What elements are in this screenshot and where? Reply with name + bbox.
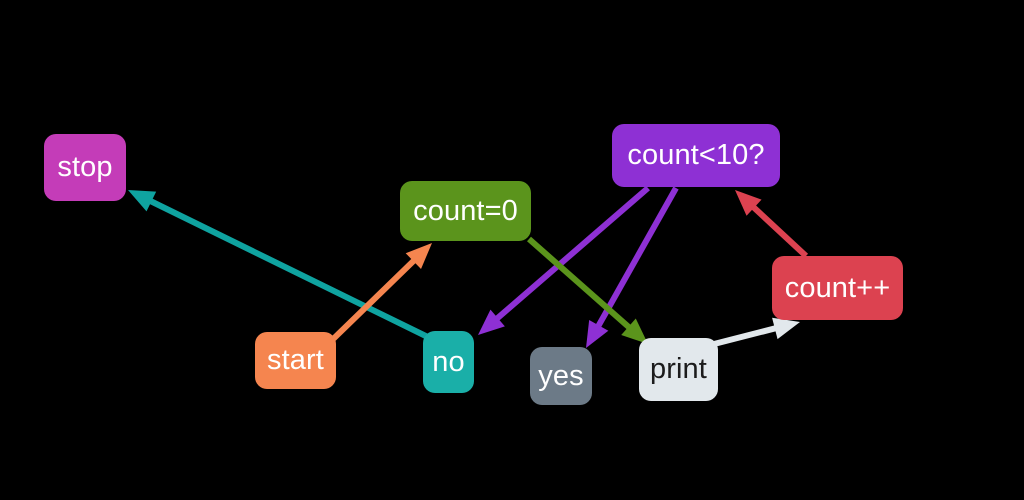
node-yes[interactable]: yes bbox=[530, 347, 592, 405]
edge-print-countpp bbox=[713, 317, 800, 347]
edge-start-count0 bbox=[324, 243, 432, 348]
node-count0[interactable]: count=0 bbox=[400, 181, 531, 241]
edge-countpp-countlt10 bbox=[735, 190, 809, 259]
node-start-label: start bbox=[267, 344, 324, 376]
node-stop-label: stop bbox=[57, 151, 113, 183]
edge-count0-print bbox=[527, 236, 648, 344]
node-count0-label: count=0 bbox=[413, 194, 518, 227]
node-stop[interactable]: stop bbox=[44, 134, 126, 201]
edge-no-stop bbox=[128, 190, 440, 345]
node-count-increment-label: count++ bbox=[784, 271, 891, 304]
edge-countlt10-yes bbox=[586, 186, 679, 348]
node-count-lt-10-label: count<10? bbox=[627, 139, 765, 171]
edge-countlt10-no bbox=[478, 185, 650, 335]
node-no-label: no bbox=[432, 345, 465, 378]
node-print-label: print bbox=[650, 353, 707, 385]
node-count-lt-10[interactable]: count<10? bbox=[612, 124, 780, 187]
node-yes-label: yes bbox=[538, 359, 584, 392]
node-count-increment[interactable]: count++ bbox=[772, 256, 903, 320]
node-print[interactable]: print bbox=[639, 338, 718, 401]
node-start[interactable]: start bbox=[255, 332, 336, 389]
node-no[interactable]: no bbox=[423, 331, 474, 393]
